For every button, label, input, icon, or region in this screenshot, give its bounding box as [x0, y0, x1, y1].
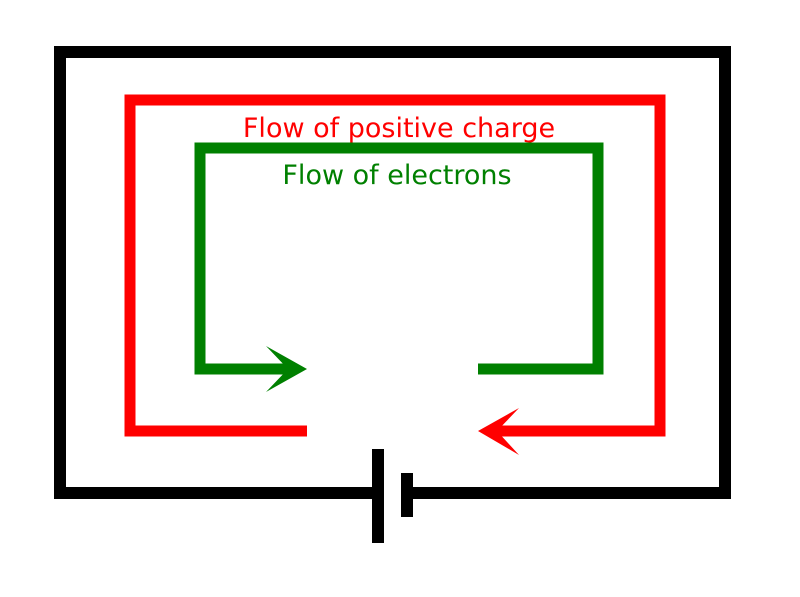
arrow-left-icon [478, 408, 519, 455]
positive-charge-path [124, 94, 666, 437]
arrow-right-icon [266, 346, 307, 392]
battery-icon [372, 449, 413, 543]
electron-path [194, 142, 604, 375]
circuit-wire [54, 46, 731, 499]
positive-charge-label: Flow of positive charge [243, 113, 555, 144]
battery-positive-plate [372, 449, 384, 543]
electrons-label: Flow of electrons [282, 160, 511, 191]
battery-negative-plate [401, 473, 413, 517]
